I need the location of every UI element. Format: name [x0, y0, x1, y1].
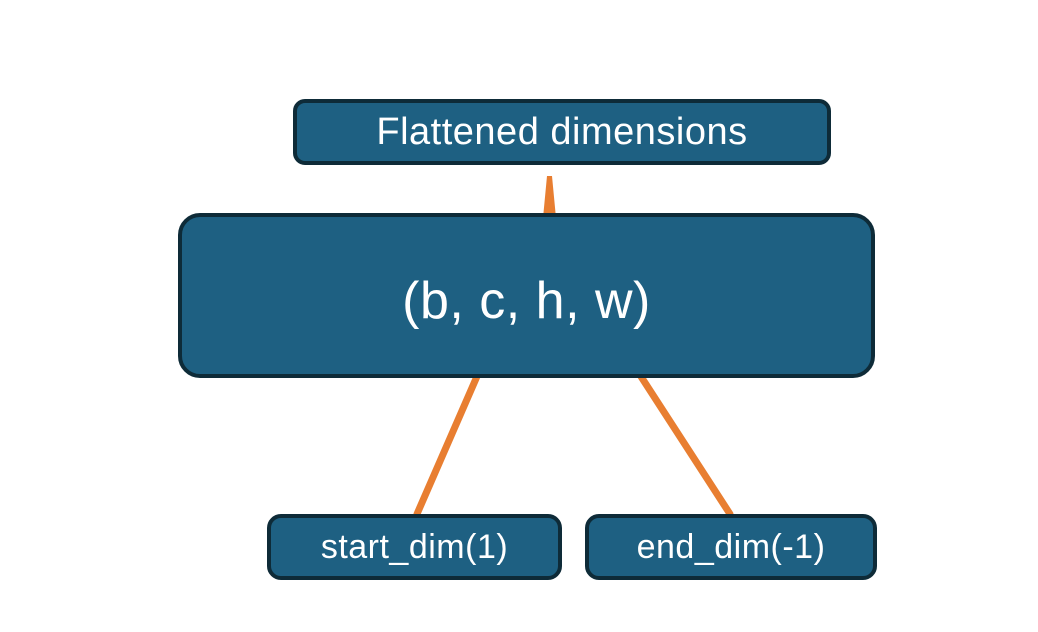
end-dim-label: end_dim(-1): [636, 527, 826, 566]
flattened-dimensions-label: Flattened dimensions: [376, 110, 748, 153]
end-dim-box: end_dim(-1): [585, 514, 877, 580]
tensor-shape-label: (b, c, h, w): [402, 271, 651, 330]
flattened-dimensions-box: Flattened dimensions: [293, 99, 831, 165]
start-dim-arrow: [413, 337, 496, 518]
brace-stem: [543, 176, 556, 218]
end-dim-arrow: [616, 339, 734, 518]
tensor-shape-box: (b, c, h, w): [178, 213, 875, 378]
start-dim-label: start_dim(1): [320, 527, 509, 566]
start-dim-box: start_dim(1): [267, 514, 562, 580]
